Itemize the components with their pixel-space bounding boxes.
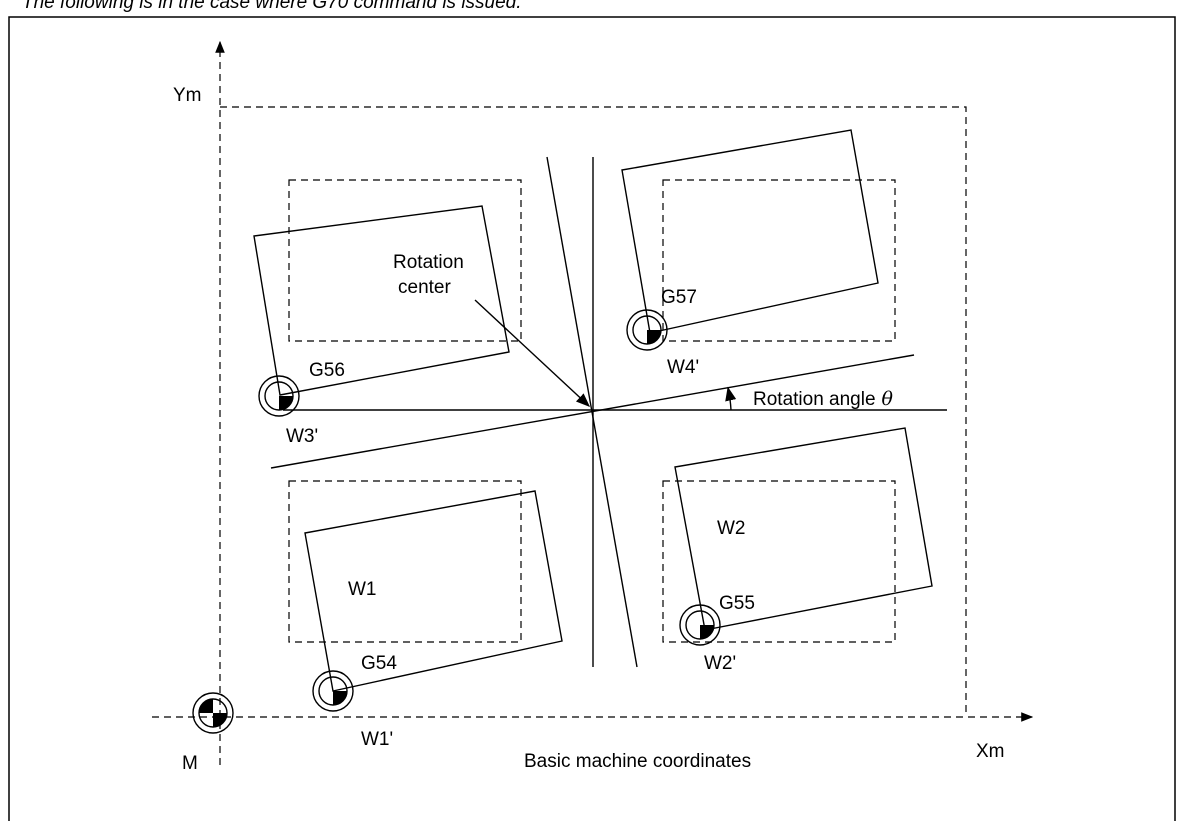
rotated-workpiece-g57 bbox=[621, 129, 879, 334]
origin-symbol-w3 bbox=[258, 375, 300, 417]
work-area-outline bbox=[220, 106, 967, 717]
rotated-y-line bbox=[546, 156, 638, 668]
w1-prime-label: W1' bbox=[361, 729, 393, 750]
g54-label: G54 bbox=[361, 653, 397, 674]
outer-frame bbox=[8, 16, 1176, 821]
origin-symbol-w4 bbox=[626, 309, 668, 351]
w4-prime-label: W4' bbox=[667, 357, 699, 378]
origin-symbol-w1 bbox=[312, 670, 354, 712]
rotated-workpiece-g55 bbox=[674, 427, 933, 631]
g55-label: G55 bbox=[719, 593, 755, 614]
rotation-center-label-1: Rotation bbox=[393, 252, 464, 273]
original-workpiece-g56 bbox=[288, 179, 522, 342]
original-workpiece-g57 bbox=[662, 179, 896, 342]
w1-label: W1 bbox=[348, 579, 377, 600]
m-label: M bbox=[182, 753, 198, 774]
w2-prime-label: W2' bbox=[704, 653, 736, 674]
origin-symbol-m bbox=[192, 692, 234, 734]
rotation-center-leader bbox=[474, 299, 591, 407]
w3-prime-label: W3' bbox=[286, 426, 318, 447]
origin-symbol-w2 bbox=[679, 604, 721, 646]
w2-label: W2 bbox=[717, 518, 746, 539]
g56-label: G56 bbox=[309, 360, 345, 381]
ym-label: Ym bbox=[173, 85, 202, 106]
rotated-workpiece-g54 bbox=[304, 490, 563, 692]
rotated-workpiece-g56 bbox=[253, 205, 510, 396]
original-workpiece-g55 bbox=[662, 480, 896, 643]
g57-label: G57 bbox=[661, 287, 697, 308]
basic-coordinates-label: Basic machine coordinates bbox=[524, 751, 751, 772]
rotation-angle-arc bbox=[725, 386, 737, 411]
xm-label: Xm bbox=[976, 741, 1005, 762]
caption-text: The following is in the case where G70 c… bbox=[22, 0, 522, 13]
original-workpiece-g54 bbox=[288, 480, 522, 643]
rotation-center-label-2: center bbox=[398, 277, 451, 298]
